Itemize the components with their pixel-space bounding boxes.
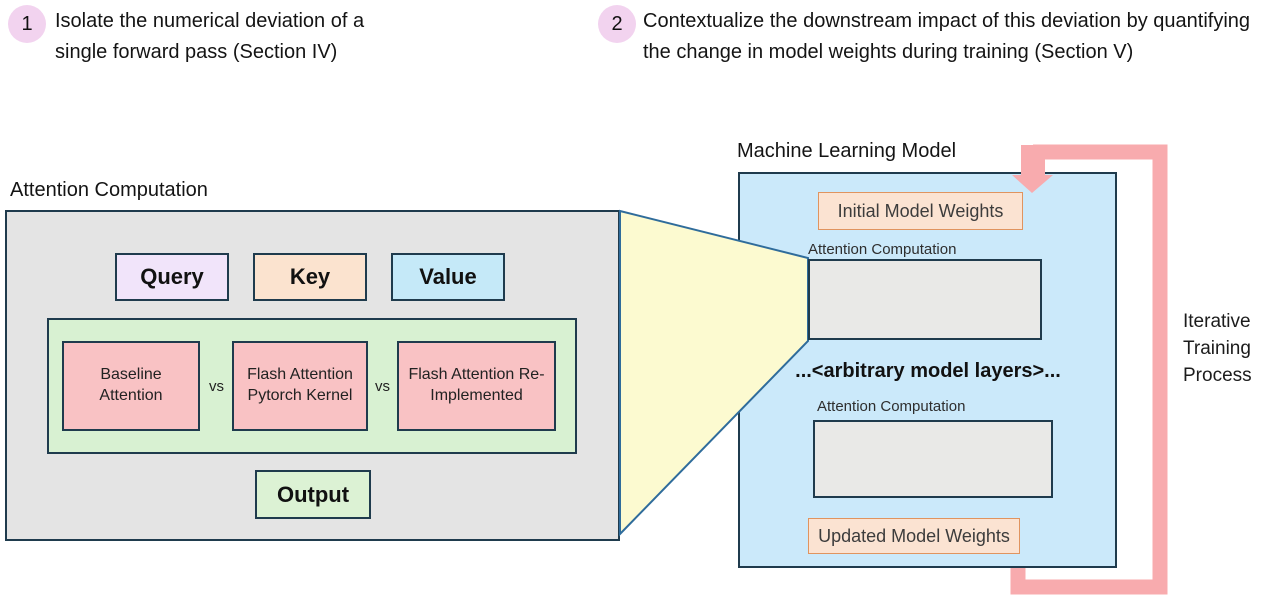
flash-attention-pytorch-box: Flash Attention Pytorch Kernel xyxy=(232,341,368,431)
model-panel-title: Machine Learning Model xyxy=(737,140,957,162)
attention-computation-label-top: Attention Computation xyxy=(808,241,957,258)
initial-model-weights-box: Initial Model Weights xyxy=(818,192,1023,230)
step-1-number: 1 xyxy=(21,12,33,35)
updated-model-weights-box: Updated Model Weights xyxy=(808,518,1020,554)
arbitrary-model-layers-text: ...<arbitrary model layers>... xyxy=(795,360,1061,382)
iterative-training-process-label: Iterative Training Process xyxy=(1183,311,1252,386)
query-box: Query xyxy=(115,253,229,301)
step-2-badge: 2 xyxy=(598,5,636,43)
attention-computation-label-bottom: Attention Computation xyxy=(817,398,966,415)
attention-computation-block-top xyxy=(808,259,1042,340)
step-1-badge: 1 xyxy=(8,5,46,43)
attention-panel-title: Attention Computation xyxy=(10,179,208,201)
attention-computation-block-bottom xyxy=(813,420,1053,498)
vs-label-1: vs xyxy=(209,377,224,395)
step-1-text: Isolate the numerical deviation of a sin… xyxy=(55,10,365,63)
vs-label-2: vs xyxy=(375,377,390,395)
step-2-number: 2 xyxy=(611,12,623,35)
value-box: Value xyxy=(391,253,505,301)
baseline-attention-box: Baseline Attention xyxy=(62,341,200,431)
step-2-text: Contextualize the downstream impact of t… xyxy=(643,10,1251,63)
flash-attention-reimplemented-box: Flash Attention Re-Implemented xyxy=(397,341,556,431)
output-box: Output xyxy=(255,470,371,519)
key-box: Key xyxy=(253,253,367,301)
